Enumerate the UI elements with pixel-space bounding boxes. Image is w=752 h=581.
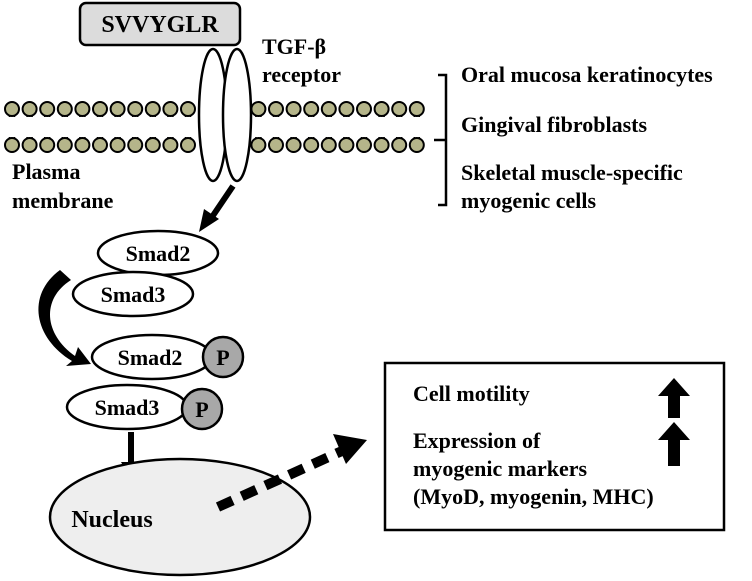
cell-type-keratinocytes: Oral mucosa keratinocytes [461, 62, 713, 87]
peptide-box [78, 1, 242, 47]
lipid-head [250, 101, 267, 117]
lipid-head [4, 137, 20, 153]
lipid-head [285, 101, 302, 117]
lipid-head [250, 137, 267, 153]
receptor-label-line1: TGF-β [262, 34, 326, 59]
lipid-head [92, 101, 108, 117]
nucleus-label: Nucleus [71, 507, 152, 533]
plasma-membrane [4, 101, 425, 153]
lipid-head [162, 101, 179, 117]
lipid-head [303, 137, 320, 153]
lipid-head [109, 101, 126, 117]
lipid-head [408, 137, 425, 153]
lipid-head [356, 101, 372, 117]
nucleus-to-effects-arrow-head [333, 434, 367, 464]
effect-expression-line1: Expression of [413, 428, 541, 453]
membrane-label-line1: Plasma [12, 159, 80, 184]
cell-type-myogenic-line2: myogenic cells [461, 188, 596, 213]
nucleus [48, 457, 312, 577]
lipid-head [21, 137, 38, 153]
lipid-head [303, 101, 320, 117]
lipid-head [127, 137, 144, 153]
lipid-head [391, 137, 408, 153]
effect-expression-line2: myogenic markers [413, 456, 588, 481]
effect-expression-line3: (MyoD, myogenin, MHC) [413, 484, 654, 509]
lipid-head [144, 137, 161, 153]
lipid-head [338, 137, 355, 153]
receptor-to-smad-arrow-head [199, 209, 219, 232]
lipid-head [268, 101, 284, 117]
smad3-label: Smad3 [101, 282, 166, 307]
lipid-head [21, 101, 38, 117]
lipid-head [391, 101, 408, 117]
lipid-head [268, 137, 284, 153]
cell-types-bracket [434, 73, 448, 207]
lipid-head [320, 137, 337, 153]
receptor-subunit-right [221, 47, 253, 183]
lipid-head [92, 137, 108, 153]
lipid-head [338, 101, 355, 117]
lipid-head [285, 137, 302, 153]
receptor-label-line2: receptor [262, 62, 341, 87]
motility-increase-arrow-icon [658, 378, 690, 418]
lipid-head [109, 137, 126, 153]
lipid-head [74, 137, 91, 153]
smad2-label: Smad2 [126, 241, 191, 266]
cell-type-fibroblasts: Gingival fibroblasts [461, 112, 647, 137]
lipid-head [320, 101, 337, 117]
lipid-head [144, 101, 161, 117]
membrane-label-line2: membrane [12, 188, 114, 213]
lipid-head [56, 137, 73, 153]
lipid-head [39, 101, 56, 117]
phospho-group-smad3-label: P [195, 397, 208, 422]
smad3-oval [71, 270, 195, 318]
lipid-head [356, 137, 372, 153]
lipid-head [74, 101, 91, 117]
lipid-head [373, 101, 390, 117]
receptor-to-smad-arrow-shaft [207, 184, 236, 222]
phospho-group-smad2-label: P [216, 345, 229, 370]
lipid-head [127, 101, 144, 117]
phosphorylation-arrow [38, 270, 91, 366]
cell-type-myogenic-line1: Skeletal muscle-specific [461, 160, 683, 185]
lipid-head [180, 101, 196, 117]
lipid-head [4, 101, 20, 117]
phospho-group-smad2 [201, 335, 245, 379]
expression-increase-arrow-icon [658, 422, 690, 466]
lipid-head [56, 101, 73, 117]
phospho-smad3-label: Smad3 [95, 395, 160, 420]
phospho-group-smad3 [180, 387, 224, 431]
phospho-smad2-label: Smad2 [118, 345, 183, 370]
lipid-head [408, 101, 425, 117]
nucleus-to-effects-dashed-arrow [215, 446, 345, 512]
lipid-head [373, 137, 390, 153]
lipid-head [180, 137, 196, 153]
peptide-label: SVVYGLR [101, 12, 219, 38]
lipid-head [162, 137, 179, 153]
lipid-head [39, 137, 56, 153]
effect-cell-motility: Cell motility [413, 381, 530, 406]
